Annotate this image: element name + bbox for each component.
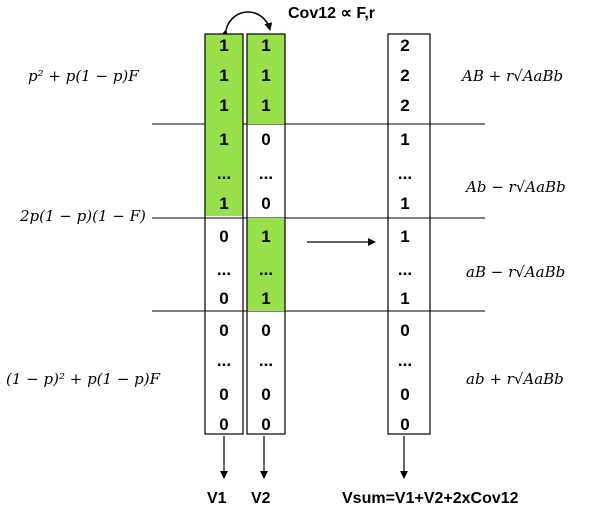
vsum-cell: ... <box>398 351 412 370</box>
vsum-label: Vsum=V1+V2+2xCov12 <box>342 490 519 507</box>
genotype-frequency-1: p² + p(1 − p)F <box>28 67 139 85</box>
vsum-cell: 1 <box>400 130 409 149</box>
v2-column: 1 1 1 0... 0 1... 1 0... 0 0 <box>246 33 286 435</box>
vsum-cell: 2 <box>400 66 409 85</box>
vsum-column: 2 2 2 1... 1 1... 1 0... 0 0 <box>387 33 431 435</box>
v2-highlight-middle <box>247 218 285 311</box>
v2-cell: 1 <box>261 289 270 308</box>
v2-cell: 0 <box>261 415 270 434</box>
v1-column: 1 1 1 1... 1 0... 0 0... 0 0 <box>204 33 244 435</box>
v1-cell: 0 <box>219 289 228 308</box>
v2-cell: 0 <box>261 321 270 340</box>
vsum-cell: 1 <box>400 227 409 246</box>
vsum-cell: 2 <box>400 36 409 55</box>
v2-cell: 0 <box>261 385 270 404</box>
vsum-cell: ... <box>398 164 412 183</box>
v1-highlight <box>205 34 243 216</box>
swap-arrow <box>220 11 273 38</box>
v2-cell: 0 <box>261 130 270 149</box>
genotype-frequency-2: 2p(1 − p)(1 − F) <box>19 207 146 225</box>
vsum-column-frame <box>387 33 431 435</box>
v1-cell: ... <box>217 164 231 183</box>
v1-cell: 0 <box>219 385 228 404</box>
vsum-cell: 0 <box>400 385 409 404</box>
v1-cell: 0 <box>219 415 228 434</box>
v1-cell: ... <box>217 260 231 279</box>
v2-highlight-top <box>247 34 285 124</box>
v1-cell: 0 <box>219 321 228 340</box>
v2-cell: 1 <box>261 96 270 115</box>
vsum-cell: 2 <box>400 96 409 115</box>
v2-column-frame <box>246 33 286 435</box>
v1-cell: ... <box>217 351 231 370</box>
v2-cell: 1 <box>261 227 270 246</box>
v1-cell: 1 <box>219 66 228 85</box>
vsum-cell: 1 <box>400 194 409 213</box>
v2-cell: 1 <box>261 36 270 55</box>
vsum-cell: 0 <box>400 321 409 340</box>
v1-cell: 1 <box>219 130 228 149</box>
v1-cell: 1 <box>219 36 228 55</box>
v2-cell: ... <box>259 260 273 279</box>
v2-label: V2 <box>251 490 271 507</box>
haplotype-frequency-1: AB + r√AaBb <box>460 67 563 85</box>
v2-cell: ... <box>259 351 273 370</box>
vsum-cell: 0 <box>400 415 409 434</box>
v1-cell: 1 <box>219 194 228 213</box>
haplotype-frequency-3: aB − r√AaBb <box>466 263 565 281</box>
vsum-cell: 1 <box>400 289 409 308</box>
haplotype-frequency-2: Ab − r√AaBb <box>464 178 566 196</box>
v2-cell: 1 <box>261 66 270 85</box>
covariance-label: Cov12 ∝ F,r <box>288 5 375 22</box>
v2-cell: 0 <box>261 194 270 213</box>
v1-cell: 1 <box>219 96 228 115</box>
v2-cell: ... <box>259 164 273 183</box>
v1-label: V1 <box>207 490 227 507</box>
v1-cell: 0 <box>219 227 228 246</box>
genotype-frequency-3: (1 − p)² + p(1 − p)F <box>6 370 161 388</box>
haplotype-frequency-4: ab + r√AaBb <box>466 370 564 388</box>
vsum-cell: ... <box>398 260 412 279</box>
v1-column-frame <box>204 33 244 435</box>
